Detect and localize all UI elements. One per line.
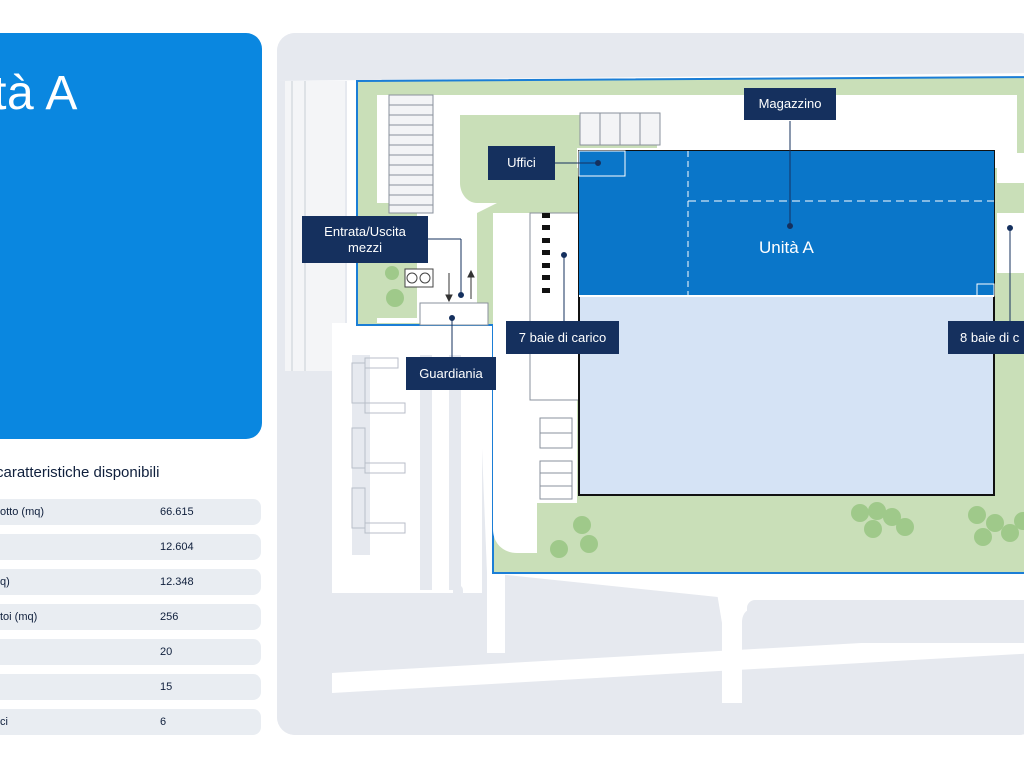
spec-value: 12.348 [160, 576, 194, 588]
callout-entrata-uscita: Entrata/Uscita mezzi [302, 216, 428, 263]
spec-row: ci 6 [0, 709, 261, 735]
callout-entrata-line2: mezzi [348, 239, 382, 255]
callout-magazzino: Magazzino [744, 88, 836, 120]
callout-leaders [427, 121, 1013, 357]
callout-uffici: Uffici [488, 146, 555, 180]
spec-row: otto (mq) 66.615 [0, 499, 261, 525]
spec-value: 20 [160, 646, 173, 658]
callout-baie-sinistra: 7 baie di carico [506, 321, 619, 354]
spec-label: q) [0, 576, 10, 588]
spec-value: 66.615 [160, 506, 194, 518]
site-plan-map: Unità A Magazzino Uffici Entrata/Uscita … [277, 33, 1024, 735]
spec-row: 20 [0, 639, 261, 665]
callout-entrata-line1: Entrata/Uscita [324, 223, 406, 239]
unit-a-label: Unità A [759, 238, 814, 257]
top-parking-bays [388, 94, 661, 214]
spec-row: 15 [0, 674, 261, 700]
unit-a-area [579, 151, 994, 296]
specs-heading: caratteristiche disponibili [0, 464, 160, 481]
callout-guardiania: Guardiania [406, 357, 496, 390]
traffic-arrows [445, 269, 475, 303]
callout-baie-destra: 8 baie di c [948, 321, 1024, 354]
spec-value: 6 [160, 716, 167, 728]
left-dock-bays [542, 213, 550, 293]
left-dock-pad [529, 212, 581, 401]
spec-value: 15 [160, 681, 173, 693]
unit-title: ità A [0, 67, 78, 120]
parking-stalls [351, 357, 406, 534]
unit-hero-card [0, 33, 262, 439]
spec-row: 12.604 [0, 534, 261, 560]
spec-value: 12.604 [160, 541, 194, 553]
spec-row: q) 12.348 [0, 569, 261, 595]
spec-label: otto (mq) [0, 506, 45, 518]
site-plan-drawing [277, 33, 1024, 735]
spec-label: toi (mq) [0, 611, 38, 623]
spec-label: ci [0, 716, 8, 728]
lower-road [332, 633, 1024, 693]
trees [385, 266, 1024, 558]
spec-row: toi (mq) 256 [0, 604, 261, 630]
guardhouse [419, 302, 489, 326]
spec-value: 256 [160, 611, 179, 623]
